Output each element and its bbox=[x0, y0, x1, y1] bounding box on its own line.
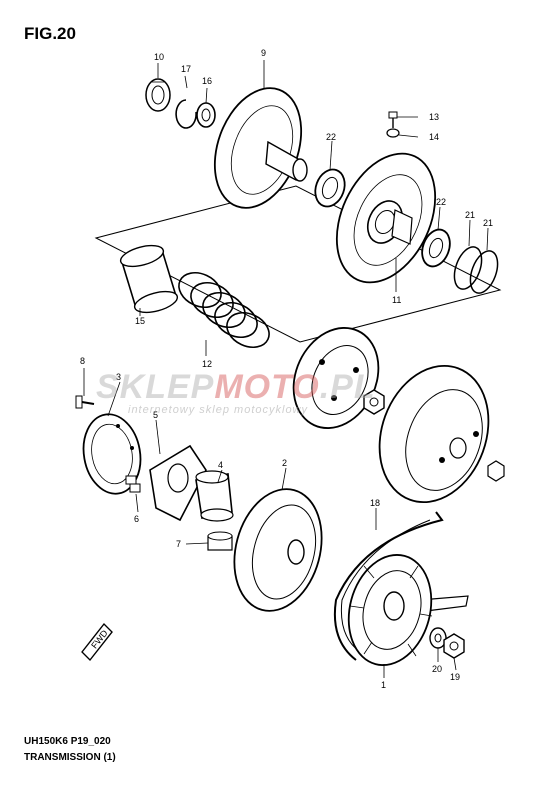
callout-22-lower: 22 bbox=[436, 197, 446, 207]
callout-21-a: 21 bbox=[465, 210, 475, 220]
part-spring-12[interactable] bbox=[173, 266, 274, 354]
part-bush-4[interactable] bbox=[195, 470, 234, 522]
part-ramp-plate-5[interactable] bbox=[149, 444, 207, 522]
callout-14: 14 bbox=[429, 132, 439, 142]
callout-1: 1 bbox=[381, 680, 386, 690]
callout-12: 12 bbox=[202, 359, 212, 369]
callout-10: 10 bbox=[154, 52, 164, 62]
part-spacer-7[interactable] bbox=[207, 531, 233, 551]
part-clutch-housing[interactable] bbox=[361, 350, 507, 517]
callout-11: 11 bbox=[392, 295, 401, 305]
part-clutch-nut[interactable] bbox=[363, 389, 385, 415]
part-drive-face-2[interactable] bbox=[221, 479, 334, 621]
part-plate-3[interactable] bbox=[77, 410, 146, 499]
part-driven-face-9[interactable] bbox=[199, 76, 317, 220]
part-slider-6[interactable] bbox=[125, 475, 141, 493]
part-oil-seal-22-upper[interactable] bbox=[310, 165, 349, 210]
part-bolt-8[interactable] bbox=[75, 395, 95, 409]
callout-8: 8 bbox=[80, 356, 85, 366]
part-oil-seal-16[interactable] bbox=[196, 102, 216, 128]
part-pin-13[interactable] bbox=[388, 111, 398, 128]
watermark-brand: SKLEPMOTO.PL bbox=[96, 368, 376, 407]
callout-15: 15 bbox=[135, 316, 145, 326]
figure-code: UH150K6 P19_020 bbox=[24, 736, 111, 747]
callout-13: 13 bbox=[429, 112, 439, 122]
callout-7: 7 bbox=[176, 539, 181, 549]
callout-9: 9 bbox=[261, 48, 266, 58]
part-roller-14[interactable] bbox=[386, 128, 400, 138]
callout-22-upper: 22 bbox=[326, 132, 336, 142]
callout-2: 2 bbox=[282, 458, 287, 468]
callout-4: 4 bbox=[218, 460, 223, 470]
callout-16: 16 bbox=[202, 76, 212, 86]
figure-name: TRANSMISSION (1) bbox=[24, 752, 116, 763]
callout-6: 6 bbox=[134, 514, 139, 524]
callout-5: 5 bbox=[153, 410, 158, 420]
figure-title: FIG.20 bbox=[24, 24, 76, 43]
callout-19: 19 bbox=[450, 672, 460, 682]
part-spring-seat-15[interactable] bbox=[118, 242, 179, 317]
part-o-ring-21b[interactable] bbox=[465, 247, 503, 297]
part-oil-seal-22-lower[interactable] bbox=[417, 226, 454, 271]
part-fixed-driven-face-11[interactable] bbox=[317, 138, 454, 298]
callout-20: 20 bbox=[432, 664, 442, 674]
callout-3: 3 bbox=[116, 372, 121, 382]
callout-17: 17 bbox=[181, 64, 191, 74]
leader-lines bbox=[83, 60, 489, 678]
watermark-brand-c: .PL bbox=[319, 368, 376, 406]
watermark-brand-b: MOTO bbox=[214, 368, 320, 406]
part-housing-nut[interactable] bbox=[487, 460, 505, 482]
watermark-tagline: internetowy sklep motocyklowy bbox=[128, 404, 309, 416]
part-bearing-10[interactable] bbox=[145, 78, 171, 112]
part-o-ring-21a[interactable] bbox=[449, 243, 487, 293]
part-nut-19[interactable] bbox=[443, 633, 465, 659]
part-fan-1[interactable] bbox=[337, 546, 443, 675]
watermark-brand-a: SKLEP bbox=[96, 368, 215, 406]
callout-21-b: 21 bbox=[483, 218, 493, 228]
callout-18: 18 bbox=[370, 498, 380, 508]
fwd-arrow-icon: FWD bbox=[81, 622, 113, 662]
part-circlip-17[interactable] bbox=[175, 99, 197, 129]
